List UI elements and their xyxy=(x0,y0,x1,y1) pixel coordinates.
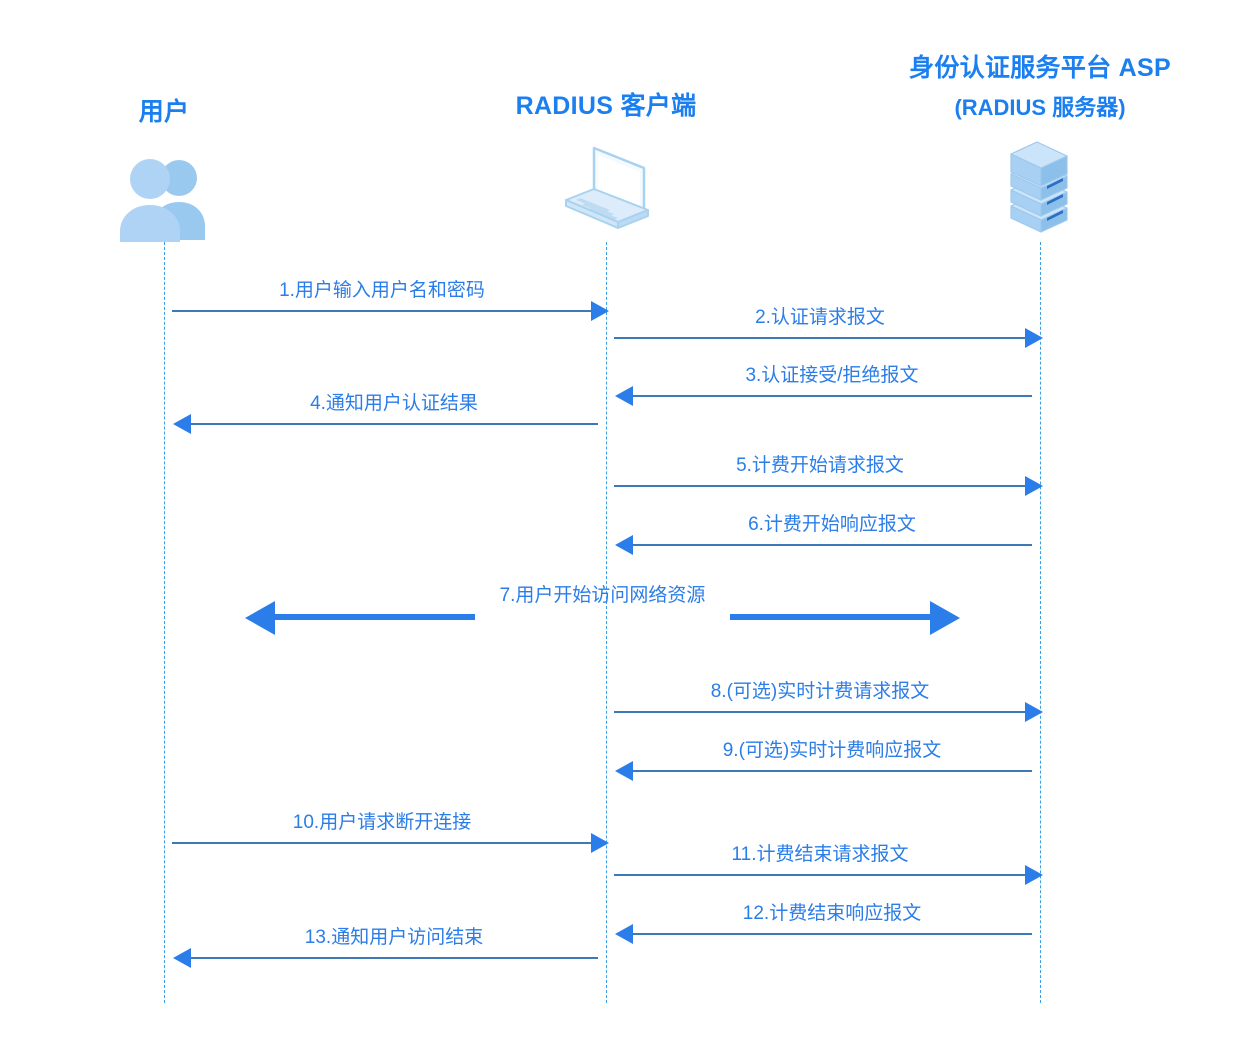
message-6-line xyxy=(632,544,1032,546)
message-10-label: 10.用户请求断开连接 xyxy=(292,812,472,833)
message-13-line xyxy=(190,957,598,959)
message-1-arrowhead-icon xyxy=(591,301,609,321)
message-9-label: 9.(可选)实时计费响应报文 xyxy=(722,740,942,761)
message-3-arrowhead-icon xyxy=(615,386,633,406)
message-5-line xyxy=(614,485,1026,487)
message-7-arrowhead-right-icon xyxy=(930,601,960,635)
actor-user-icon-wrap xyxy=(64,142,264,242)
actor-radius-client-label: RADIUS 客户端 xyxy=(515,92,697,120)
message-12-arrowhead-icon xyxy=(615,924,633,944)
message-1-label: 1.用户输入用户名和密码 xyxy=(279,280,485,301)
lifeline-server xyxy=(1040,242,1041,1003)
message-9-line xyxy=(632,770,1032,772)
message-12-label: 12.计费结束响应报文 xyxy=(742,903,922,924)
message-13-label: 13.通知用户访问结束 xyxy=(304,927,484,948)
message-3-label: 3.认证接受/拒绝报文 xyxy=(745,365,919,386)
message-5-label: 5.计费开始请求报文 xyxy=(736,455,904,476)
actor-asp-server-sublabel: (RADIUS 服务器) xyxy=(954,95,1126,120)
lifeline-client xyxy=(606,242,607,1003)
actor-user-label: 用户 xyxy=(138,98,190,126)
message-10-line xyxy=(172,842,592,844)
message-2-arrowhead-icon xyxy=(1025,328,1043,348)
message-4-arrowhead-icon xyxy=(173,414,191,434)
message-7-arrowhead-left-icon xyxy=(245,601,275,635)
message-4-line xyxy=(190,423,598,425)
laptop-icon xyxy=(565,146,649,229)
message-8-line xyxy=(614,711,1026,713)
message-12-line xyxy=(632,933,1032,935)
message-1-line xyxy=(172,310,592,312)
actor-client-icon-wrap xyxy=(456,138,756,238)
message-7-line-right xyxy=(730,614,930,620)
message-7-line-left xyxy=(275,614,475,620)
message-11-line xyxy=(614,874,1026,876)
message-8-arrowhead-icon xyxy=(1025,702,1043,722)
message-13-arrowhead-icon xyxy=(173,948,191,968)
message-9-arrowhead-icon xyxy=(615,761,633,781)
message-7-label: 7.用户开始访问网络资源 xyxy=(499,585,706,606)
message-5-arrowhead-icon xyxy=(1025,476,1043,496)
actor-user: 用户 xyxy=(64,92,264,242)
message-2-line xyxy=(614,337,1026,339)
users-icon xyxy=(120,159,205,242)
actor-radius-client: RADIUS 客户端 xyxy=(456,86,756,238)
actor-server-icon-wrap xyxy=(850,134,1230,234)
actor-asp-server: 身份认证服务平台 ASP (RADIUS 服务器) xyxy=(850,48,1230,234)
message-6-label: 6.计费开始响应报文 xyxy=(748,514,916,535)
message-6-arrowhead-icon xyxy=(615,535,633,555)
server-rack-icon xyxy=(1010,141,1068,233)
message-10-arrowhead-icon xyxy=(591,833,609,853)
message-3-line xyxy=(632,395,1032,397)
message-11-arrowhead-icon xyxy=(1025,865,1043,885)
message-11-label: 11.计费结束请求报文 xyxy=(731,844,909,865)
message-8-label: 8.(可选)实时计费请求报文 xyxy=(710,681,930,702)
message-4-label: 4.通知用户认证结果 xyxy=(310,393,478,414)
actor-asp-server-label: 身份认证服务平台 ASP xyxy=(909,54,1171,82)
lifeline-user xyxy=(164,242,165,1003)
message-2-label: 2.认证请求报文 xyxy=(755,307,885,328)
